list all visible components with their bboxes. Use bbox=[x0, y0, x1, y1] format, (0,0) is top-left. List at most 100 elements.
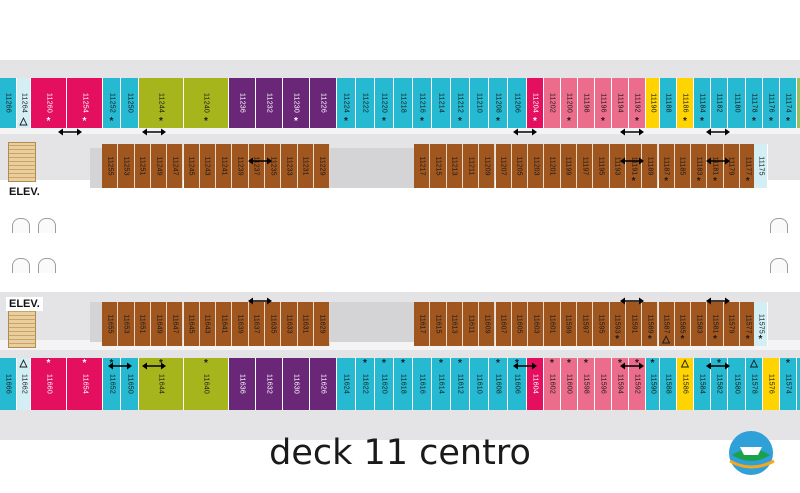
cabin-11208[interactable]: 11208* bbox=[489, 78, 508, 128]
cabin-11581[interactable]: 11581* bbox=[707, 302, 724, 346]
cabin-11629[interactable]: 11629 bbox=[313, 302, 331, 346]
cabin-11601[interactable]: 11601 bbox=[544, 302, 561, 346]
cabin-11192[interactable]: 11192* bbox=[629, 78, 646, 128]
cabin-11241[interactable]: 11241 bbox=[216, 144, 233, 188]
cabin-11245[interactable]: 11245 bbox=[183, 144, 200, 188]
cabin-11183[interactable]: 11183* bbox=[691, 144, 708, 188]
cabin-11576[interactable]: 11576 bbox=[763, 358, 780, 410]
cabin-11172[interactable]: 11172 bbox=[797, 78, 800, 128]
cabin-11211[interactable]: 11211 bbox=[462, 144, 480, 188]
cabin-11609[interactable]: 11609 bbox=[479, 302, 496, 346]
cabin-11572[interactable]: 11572* bbox=[797, 358, 800, 410]
cabin-11596[interactable]: 11596 bbox=[595, 358, 612, 410]
cabin-11575[interactable]: 11575* bbox=[754, 302, 768, 346]
cabin-11247[interactable]: 11247 bbox=[167, 144, 184, 188]
cabin-11193[interactable]: 11193 bbox=[609, 144, 626, 188]
cabin-11607[interactable]: 11607 bbox=[495, 302, 512, 346]
cabin-11631[interactable]: 11631 bbox=[297, 302, 314, 346]
cabin-11231[interactable]: 11231 bbox=[297, 144, 314, 188]
cabin-11203[interactable]: 11203 bbox=[528, 144, 545, 188]
cabin-11586[interactable]: 11586△ bbox=[677, 358, 694, 410]
cabin-11604[interactable]: 11604 bbox=[527, 358, 544, 410]
cabin-11236[interactable]: 11236 bbox=[229, 78, 256, 128]
cabin-11175[interactable]: 11175 bbox=[754, 144, 768, 188]
cabin-11189[interactable]: 11189 bbox=[642, 144, 659, 188]
cabin-11252[interactable]: 11252* bbox=[103, 78, 121, 128]
cabin-11650[interactable]: 11650 bbox=[121, 358, 139, 410]
cabin-11590[interactable]: 11590* bbox=[646, 358, 660, 410]
cabin-11651[interactable]: 11651 bbox=[134, 302, 151, 346]
cabin-11574[interactable]: 11574* bbox=[780, 358, 797, 410]
cabin-11585[interactable]: 11585* bbox=[674, 302, 692, 346]
cabin-11641[interactable]: 11641 bbox=[216, 302, 233, 346]
cabin-11645[interactable]: 11645 bbox=[183, 302, 200, 346]
cabin-11615[interactable]: 11615 bbox=[430, 302, 447, 346]
cabin-11600[interactable]: 11600* bbox=[561, 358, 578, 410]
cabin-11654[interactable]: 11654* bbox=[67, 358, 103, 410]
cabin-11620[interactable]: 11620* bbox=[375, 358, 394, 410]
cabin-11612[interactable]: 11612* bbox=[451, 358, 470, 410]
cabin-11215[interactable]: 11215 bbox=[430, 144, 447, 188]
cabin-11250[interactable]: 11250 bbox=[121, 78, 139, 128]
cabin-11207[interactable]: 11207 bbox=[495, 144, 512, 188]
cabin-11633[interactable]: 11633 bbox=[281, 302, 298, 346]
cabin-11202[interactable]: 11202 bbox=[544, 78, 561, 128]
cabin-11244[interactable]: 11244* bbox=[139, 78, 184, 128]
cabin-11579[interactable]: 11579 bbox=[723, 302, 740, 346]
cabin-11197[interactable]: 11197 bbox=[577, 144, 594, 188]
cabin-11605[interactable]: 11605 bbox=[511, 302, 529, 346]
cabin-11583[interactable]: 11583 bbox=[691, 302, 708, 346]
cabin-11237[interactable]: 11237 bbox=[248, 144, 265, 188]
cabin-11597[interactable]: 11597 bbox=[577, 302, 594, 346]
cabin-11185[interactable]: 11185 bbox=[674, 144, 692, 188]
cabin-11233[interactable]: 11233 bbox=[281, 144, 298, 188]
cabin-11589[interactable]: 11589* bbox=[642, 302, 659, 346]
cabin-11199[interactable]: 11199 bbox=[560, 144, 577, 188]
cabin-11212[interactable]: 11212* bbox=[451, 78, 470, 128]
cabin-11626[interactable]: 11626 bbox=[310, 358, 337, 410]
cabin-11640[interactable]: 11640* bbox=[184, 358, 229, 410]
cabin-11653[interactable]: 11653 bbox=[118, 302, 135, 346]
cabin-11184[interactable]: 11184* bbox=[694, 78, 711, 128]
cabin-11235[interactable]: 11235 bbox=[265, 144, 282, 188]
cabin-11584[interactable]: 11584 bbox=[694, 358, 711, 410]
cabin-11260[interactable]: 11260* bbox=[31, 78, 67, 128]
cabin-11618[interactable]: 11618* bbox=[394, 358, 413, 410]
cabin-11652[interactable]: 11652* bbox=[103, 358, 121, 410]
cabin-11647[interactable]: 11647 bbox=[167, 302, 184, 346]
cabin-11249[interactable]: 11249 bbox=[150, 144, 168, 188]
cabin-11614[interactable]: 11614* bbox=[432, 358, 451, 410]
cabin-11216[interactable]: 11216* bbox=[413, 78, 432, 128]
cabin-11593[interactable]: 11593* bbox=[609, 302, 626, 346]
cabin-11255[interactable]: 11255 bbox=[102, 144, 119, 188]
cabin-11580[interactable]: 11580 bbox=[728, 358, 746, 410]
cabin-11591[interactable]: 11591 bbox=[625, 302, 643, 346]
cabin-11595[interactable]: 11595 bbox=[593, 302, 610, 346]
cabin-11224[interactable]: 11224* bbox=[337, 78, 356, 128]
cabin-11649[interactable]: 11649 bbox=[150, 302, 168, 346]
cabin-11637[interactable]: 11637 bbox=[248, 302, 265, 346]
cabin-11666[interactable]: 11666 bbox=[0, 358, 17, 410]
cabin-11616[interactable]: 11616 bbox=[413, 358, 432, 410]
cabin-11602[interactable]: 11602* bbox=[544, 358, 561, 410]
cabin-11603[interactable]: 11603 bbox=[528, 302, 545, 346]
cabin-11610[interactable]: 11610 bbox=[470, 358, 489, 410]
cabin-11180[interactable]: 11180 bbox=[728, 78, 746, 128]
cabin-11217[interactable]: 11217 bbox=[414, 144, 431, 188]
cabin-11220[interactable]: 11220* bbox=[375, 78, 394, 128]
cabin-11232[interactable]: 11232 bbox=[256, 78, 283, 128]
cabin-11588[interactable]: 11588 bbox=[660, 358, 677, 410]
cabin-11186[interactable]: 11186* bbox=[677, 78, 694, 128]
cabin-11239[interactable]: 11239 bbox=[232, 144, 249, 188]
cabin-11624[interactable]: 11624 bbox=[337, 358, 356, 410]
cabin-11243[interactable]: 11243 bbox=[199, 144, 217, 188]
cabin-11594[interactable]: 11594* bbox=[612, 358, 629, 410]
cabin-11178[interactable]: 11178* bbox=[746, 78, 763, 128]
cabin-11226[interactable]: 11226 bbox=[310, 78, 337, 128]
cabin-11599[interactable]: 11599 bbox=[560, 302, 577, 346]
cabin-11194[interactable]: 11194 bbox=[612, 78, 629, 128]
cabin-11630[interactable]: 11630 bbox=[283, 358, 310, 410]
cabin-11229[interactable]: 11229 bbox=[313, 144, 331, 188]
cabin-11200[interactable]: 11200* bbox=[561, 78, 578, 128]
cabin-11598[interactable]: 11598* bbox=[578, 358, 595, 410]
